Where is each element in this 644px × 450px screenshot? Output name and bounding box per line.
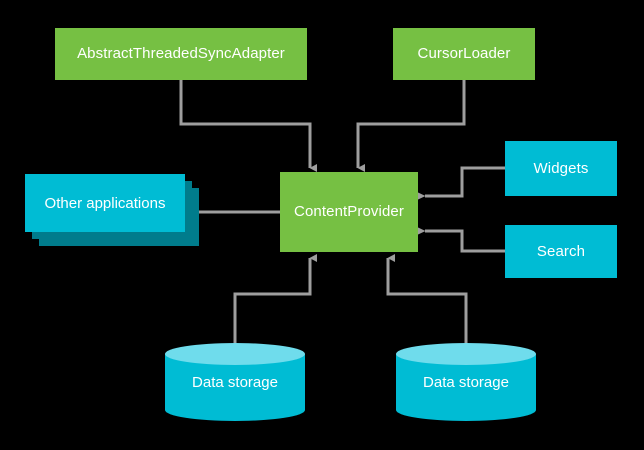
node-abstract-threaded-sync-adapter[interactable]: AbstractThreadedSyncAdapter [55, 28, 307, 80]
cylinder-bottom-cap [165, 399, 305, 421]
node-label-cursor-loader: CursorLoader [417, 45, 511, 63]
node-content-provider[interactable]: ContentProvider [280, 172, 418, 252]
node-label-data-storage-right: Data storage [423, 373, 509, 391]
node-label-content-provider: ContentProvider [294, 203, 404, 221]
cylinder-top-cap [396, 343, 536, 365]
node-cursor-loader[interactable]: CursorLoader [393, 28, 535, 80]
edge-search-to-contentprovider [417, 227, 505, 253]
edge-syncadapter-to-contentprovider [179, 80, 317, 172]
stack-layer-front: Other applications [25, 174, 185, 232]
edge-widgets-to-contentprovider [417, 166, 505, 200]
node-widgets[interactable]: Widgets [505, 141, 617, 196]
node-label-data-storage-left: Data storage [192, 373, 278, 391]
edge-cursorloader-to-contentprovider [356, 80, 466, 172]
node-search[interactable]: Search [505, 225, 617, 278]
edge-datastorage-right-to-contentprovider [386, 254, 468, 343]
node-data-storage-right[interactable]: Data storage [396, 343, 536, 421]
cylinder-bottom-cap [396, 399, 536, 421]
node-label-search: Search [536, 242, 586, 260]
cylinder-top-cap [165, 343, 305, 365]
node-label-widgets: Widgets [533, 159, 589, 177]
edge-datastorage-left-to-contentprovider [233, 254, 317, 343]
node-label-sync-adapter: AbstractThreadedSyncAdapter [77, 45, 285, 63]
node-label-other-applications: Other applications [44, 194, 166, 212]
node-other-applications[interactable]: Other applications [25, 174, 199, 246]
node-data-storage-left[interactable]: Data storage [165, 343, 305, 421]
